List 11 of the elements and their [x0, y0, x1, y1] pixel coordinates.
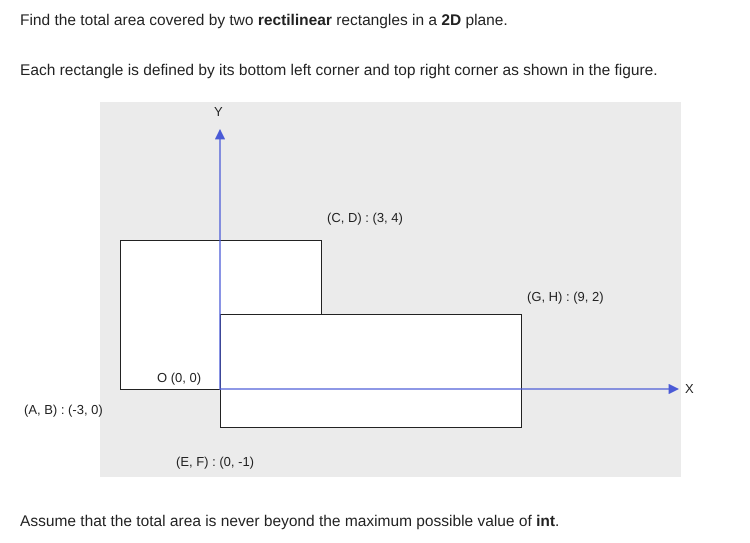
coordinate-label: (G, H) : (9, 2) — [527, 289, 604, 304]
axis-label: Y — [214, 104, 223, 119]
problem-statement: Assume that the total area is never beyond the maximum possible value of int. — [20, 513, 560, 531]
problem-statement: Find the total area covered by two rectilinear rectangles in a 2D plane. — [20, 12, 508, 30]
coordinate-label: (A, B) : (-3, 0) — [24, 402, 103, 417]
axis-label: X — [685, 381, 694, 396]
rectangle — [220, 314, 522, 428]
coordinate-label: (E, F) : (0, -1) — [176, 454, 254, 469]
problem-statement: Each rectangle is defined by its bottom left corner and top right corner as shown in the figure. — [20, 62, 658, 80]
coordinate-label: O (0, 0) — [157, 370, 202, 385]
coordinate-label: (C, D) : (3, 4) — [327, 210, 403, 225]
